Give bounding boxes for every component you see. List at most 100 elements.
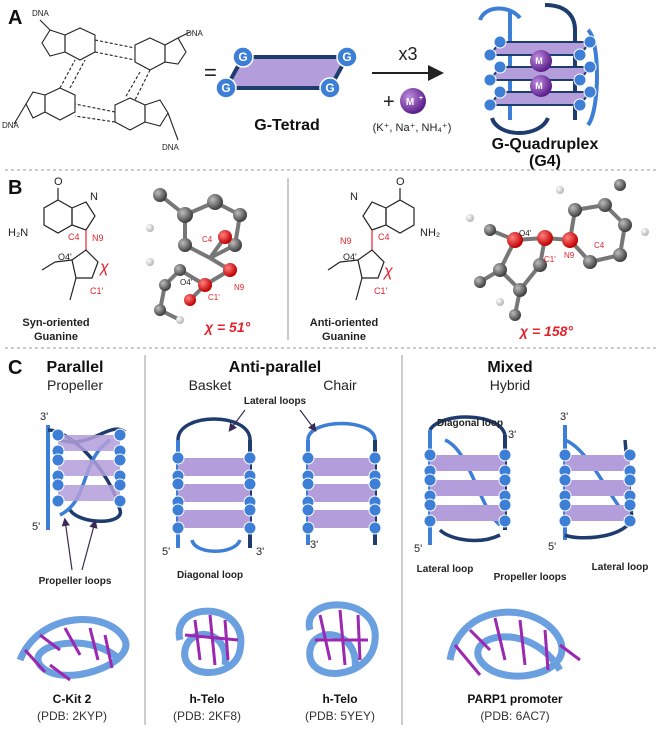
syn3d-o4: O4' [180,278,193,287]
lateral-arrow-2 [299,409,317,432]
syn-n: N [90,191,98,203]
equals-sign: = [204,60,217,85]
hybrid-diagonal-loop-label: Diagonal loop [437,418,503,429]
hybrid-schematic-1 [423,415,512,545]
parallel-propeller-schematic [46,425,127,530]
syn3d-c4: C4 [202,235,213,244]
anti-c4: C4 [378,232,390,242]
hybrid1-3prime: 3' [508,429,516,441]
times-three: x3 [398,44,417,64]
anti-parallel-title: Anti-parallel [229,359,321,376]
basket-diagonal-loop-label: Diagonal loop [177,570,243,581]
propeller-arrow-2 [81,519,98,571]
parallel-subtitle: Propeller [47,377,103,393]
anti-nh2: NH₂ [420,227,440,239]
syn-chi: χ [98,259,109,276]
hybrid1-5prime: 5' [414,543,422,555]
g4-abbreviation: (G4) [529,153,561,170]
hybrid2-5prime: 5' [548,541,556,553]
mixed-title: Mixed [487,359,532,376]
panel-c-label: C [8,357,22,379]
syn-o4: O4' [58,252,72,262]
hybrid2-3prime: 3' [560,411,568,423]
anti-o: O [396,176,405,188]
parallel-5prime: 5' [32,521,40,533]
syn-ball-and-stick-model [146,188,247,324]
structure-pdb-1: (PDB: 2KYP) [37,709,107,723]
ribbon-structure-ckit2 [16,616,130,682]
tetrad-g-3: G [325,81,334,95]
chair-schematic [301,421,382,545]
anti3d-c1: C1' [544,255,556,264]
panel-b-label: B [8,177,22,199]
anti-chi-value: χ = 158° [518,323,573,339]
anti-ball-and-stick-model [466,179,649,321]
ribbon-structure-htelo-2kf8 [175,607,245,676]
tetrad-g-1: G [238,50,247,64]
dna-label-1: DNA [32,9,50,18]
panel-a-label: A [8,7,22,29]
quad-ion-2: M [535,81,543,91]
propeller-loops-label: Propeller loops [39,576,112,587]
syn-o: O [54,176,63,188]
hybrid-propeller-loops-label: Propeller loops [494,572,567,583]
parallel-3prime: 3' [40,411,48,423]
basket-3prime: 3' [256,546,264,558]
ribbon-structure-parp1 [446,608,581,680]
structure-name-2: h-Telo [189,692,224,706]
g-tetrad-chemical-structure [13,19,191,141]
structure-pdb-4: (PDB: 6AC7) [480,709,549,723]
syn-caption-1: Syn-oriented [22,317,89,329]
lateral-arrow-1 [228,409,246,432]
g-quadruplex-schematic: M M [478,3,599,135]
tetrad-g-2: G [342,50,351,64]
chair-label: Chair [323,377,357,393]
g-tetrad-schematic: G G G G [215,46,358,99]
syn-h2n: H₂N [8,227,28,239]
structure-name-3: h-Telo [322,692,357,706]
dna-label-4: DNA [162,143,180,152]
g-quadruplex-label: G-Quadruplex [492,136,599,153]
g-tetrad-label: G-Tetrad [254,117,319,134]
ribbon-structure-htelo-5yey [305,601,379,677]
propeller-arrow-1 [61,517,73,571]
lateral-loops-label: Lateral loops [244,396,307,407]
syn-n9: N9 [92,233,104,243]
metal-ion-label: M [406,97,414,108]
basket-schematic [171,417,257,553]
plus-sign: + [383,91,395,113]
syn-c1: C1' [90,286,104,296]
anti3d-o4: O4' [519,229,532,238]
dna-label-2: DNA [186,29,204,38]
syn-c4: C4 [68,232,80,242]
anti-n9: N9 [340,236,352,246]
syn3d-c1: C1' [208,293,220,302]
anti-guanine-structure [327,188,415,301]
hybrid-schematic-2 [558,425,637,540]
anti-caption-1: Anti-oriented [310,317,378,329]
basket-label: Basket [189,377,232,393]
syn-caption-2: Guanine [34,331,78,343]
hybrid-lateral-loop-label-2: Lateral loop [592,562,649,573]
structure-name-4: PARP1 promoter [467,692,562,706]
anti3d-c4: C4 [594,241,605,250]
structure-pdb-3: (PDB: 5YEY) [305,709,375,723]
anti-caption-2: Guanine [322,331,366,343]
dna-label-3: DNA [2,121,20,130]
chair-3prime: 3' [310,539,318,551]
hybrid-lateral-loop-label-1: Lateral loop [417,564,474,575]
hybrid-subtitle: Hybrid [490,377,530,393]
syn3d-n9: N9 [234,283,245,292]
anti-chi: χ [382,263,393,280]
ions-list: (K⁺, Na⁺, NH₄⁺) [373,122,452,134]
quad-ion-1: M [535,56,543,66]
structure-pdb-2: (PDB: 2KF8) [173,709,241,723]
syn-chi-value: χ = 51° [203,319,251,335]
syn-guanine-structure [41,188,99,301]
basket-5prime: 5' [162,546,170,558]
anti3d-n9: N9 [564,251,575,260]
metal-ion [400,88,426,114]
metal-ion-charge: + [419,95,423,102]
tetrad-g-4: G [221,81,230,95]
